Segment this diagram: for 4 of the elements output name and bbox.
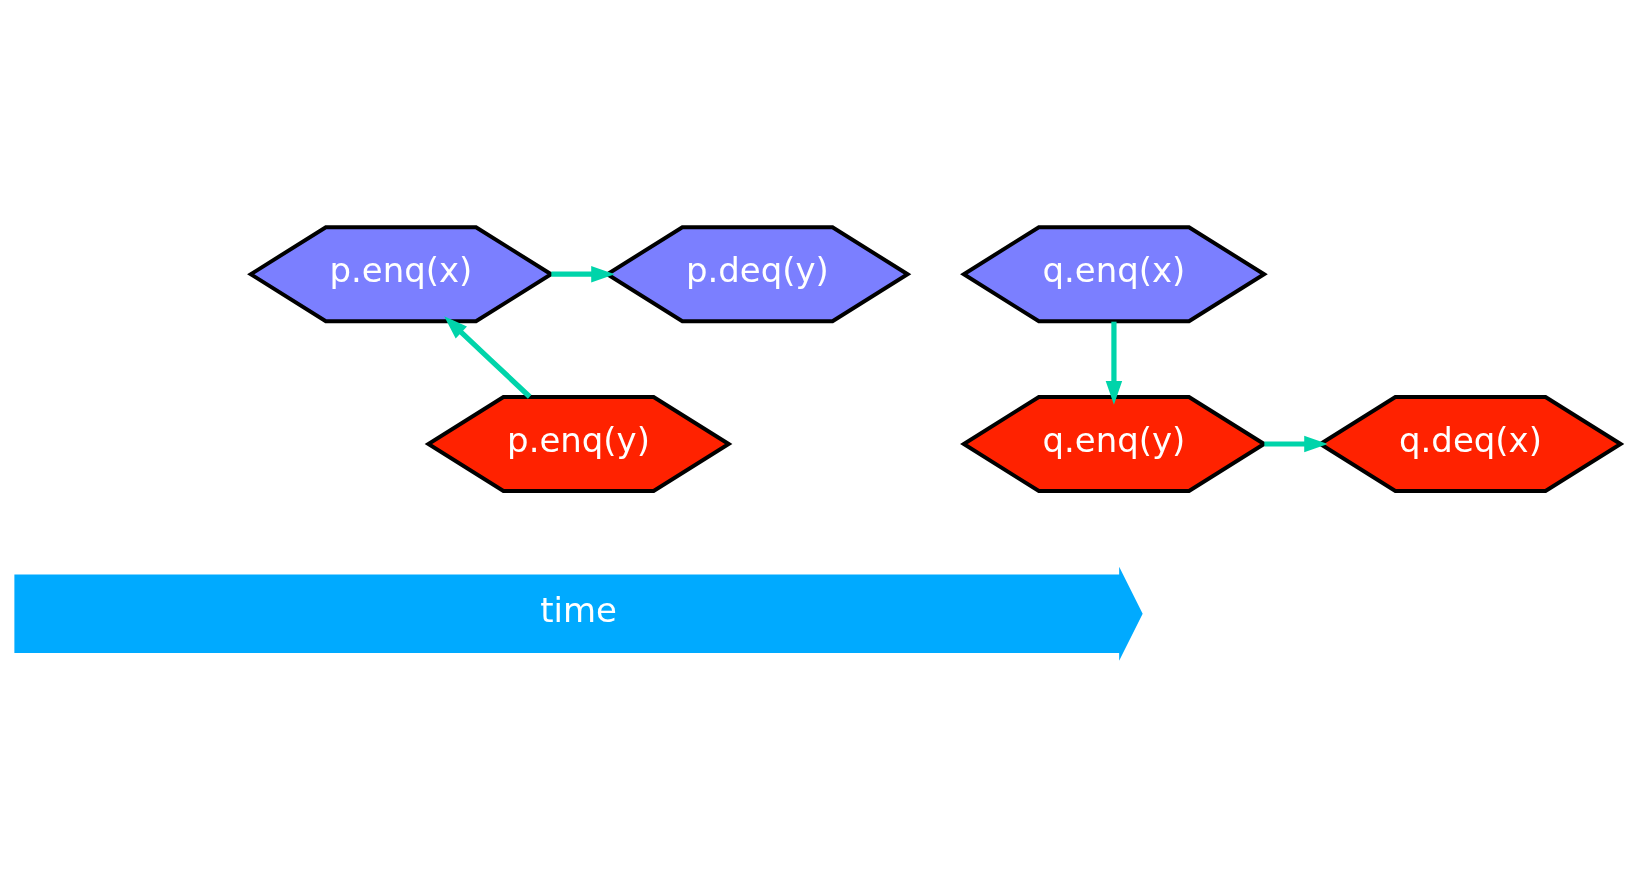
arrow [1264, 435, 1328, 452]
arrow [1105, 321, 1123, 405]
arrow [444, 315, 532, 399]
arrow [551, 265, 615, 282]
